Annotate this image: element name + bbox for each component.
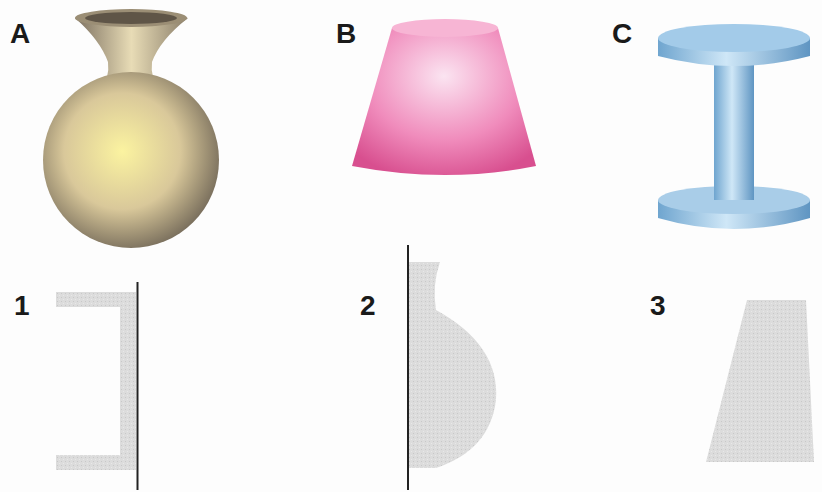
cone-figure [352,19,536,175]
figure-letter: A [10,20,30,48]
profile-2 [408,245,496,490]
spool-figure [658,24,810,229]
profile-1 [56,282,138,490]
vase-figure [43,9,219,248]
profile-number: 2 [360,292,376,320]
profile-3 [706,300,814,462]
profile-number: 1 [14,292,30,320]
figure-letter: C [612,20,632,48]
profile-number: 3 [650,292,666,320]
figure-letter: B [336,20,356,48]
